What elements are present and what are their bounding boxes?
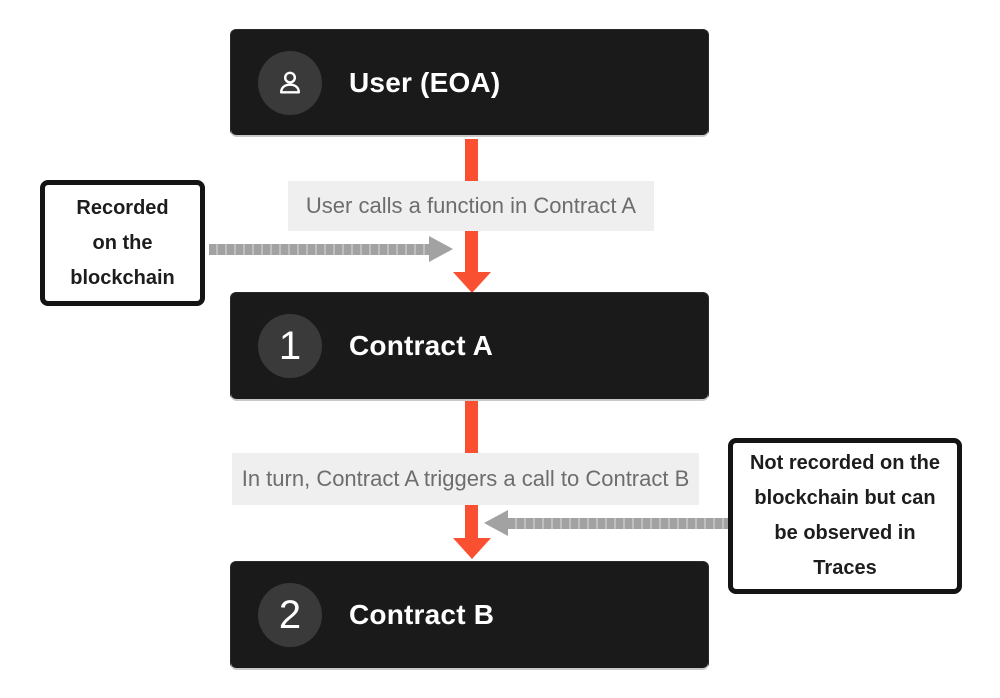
flow-arrow-contract-a-to-label-segment — [465, 401, 478, 453]
edge-label-contract-a-calls-contract-b: In turn, Contract A triggers a call to C… — [232, 453, 699, 505]
node-contract-a: 1 Contract A — [231, 293, 708, 399]
node-contract-b: 2 Contract B — [231, 562, 708, 668]
step-badge-2: 2 — [258, 583, 322, 647]
node-user-eoa: User (EOA) — [231, 30, 708, 135]
annotation-arrow-not-recorded-shaft — [508, 518, 732, 529]
user-avatar — [258, 50, 322, 115]
note-line: Traces — [813, 557, 877, 579]
node-title-user: User (EOA) — [349, 66, 501, 98]
note-line: Not recorded on the — [749, 452, 940, 474]
note-line: blockchain but can — [754, 487, 936, 509]
annotation-arrowhead-right-icon — [429, 236, 453, 262]
flow-arrow-label-to-contract-b-segment — [465, 505, 478, 539]
annotation-arrowhead-left-icon — [484, 510, 508, 536]
flow-arrow-label-to-contract-a-segment — [465, 229, 478, 273]
node-title-contract-b: Contract B — [349, 599, 495, 630]
annotation-arrow-recorded-shaft — [209, 244, 430, 255]
step-badge-1: 1 — [258, 314, 322, 378]
user-icon — [280, 71, 300, 94]
note-line: on the — [92, 231, 153, 254]
flow-arrow-user-to-label-segment — [465, 139, 478, 183]
note-not-recorded-traces: Not recorded on the blockchain but can b… — [728, 438, 962, 594]
note-recorded-on-blockchain: Recorded on the blockchain — [40, 180, 205, 306]
node-title-contract-a: Contract A — [349, 330, 494, 361]
note-line: Recorded — [76, 196, 169, 219]
edge-label-user-calls-contract-a: User calls a function in Contract A — [288, 181, 654, 231]
note-line: blockchain — [70, 266, 175, 289]
note-line: be observed in — [774, 522, 916, 544]
flow-arrowhead-to-contract-b — [453, 538, 491, 559]
flow-arrowhead-to-contract-a — [453, 272, 491, 293]
